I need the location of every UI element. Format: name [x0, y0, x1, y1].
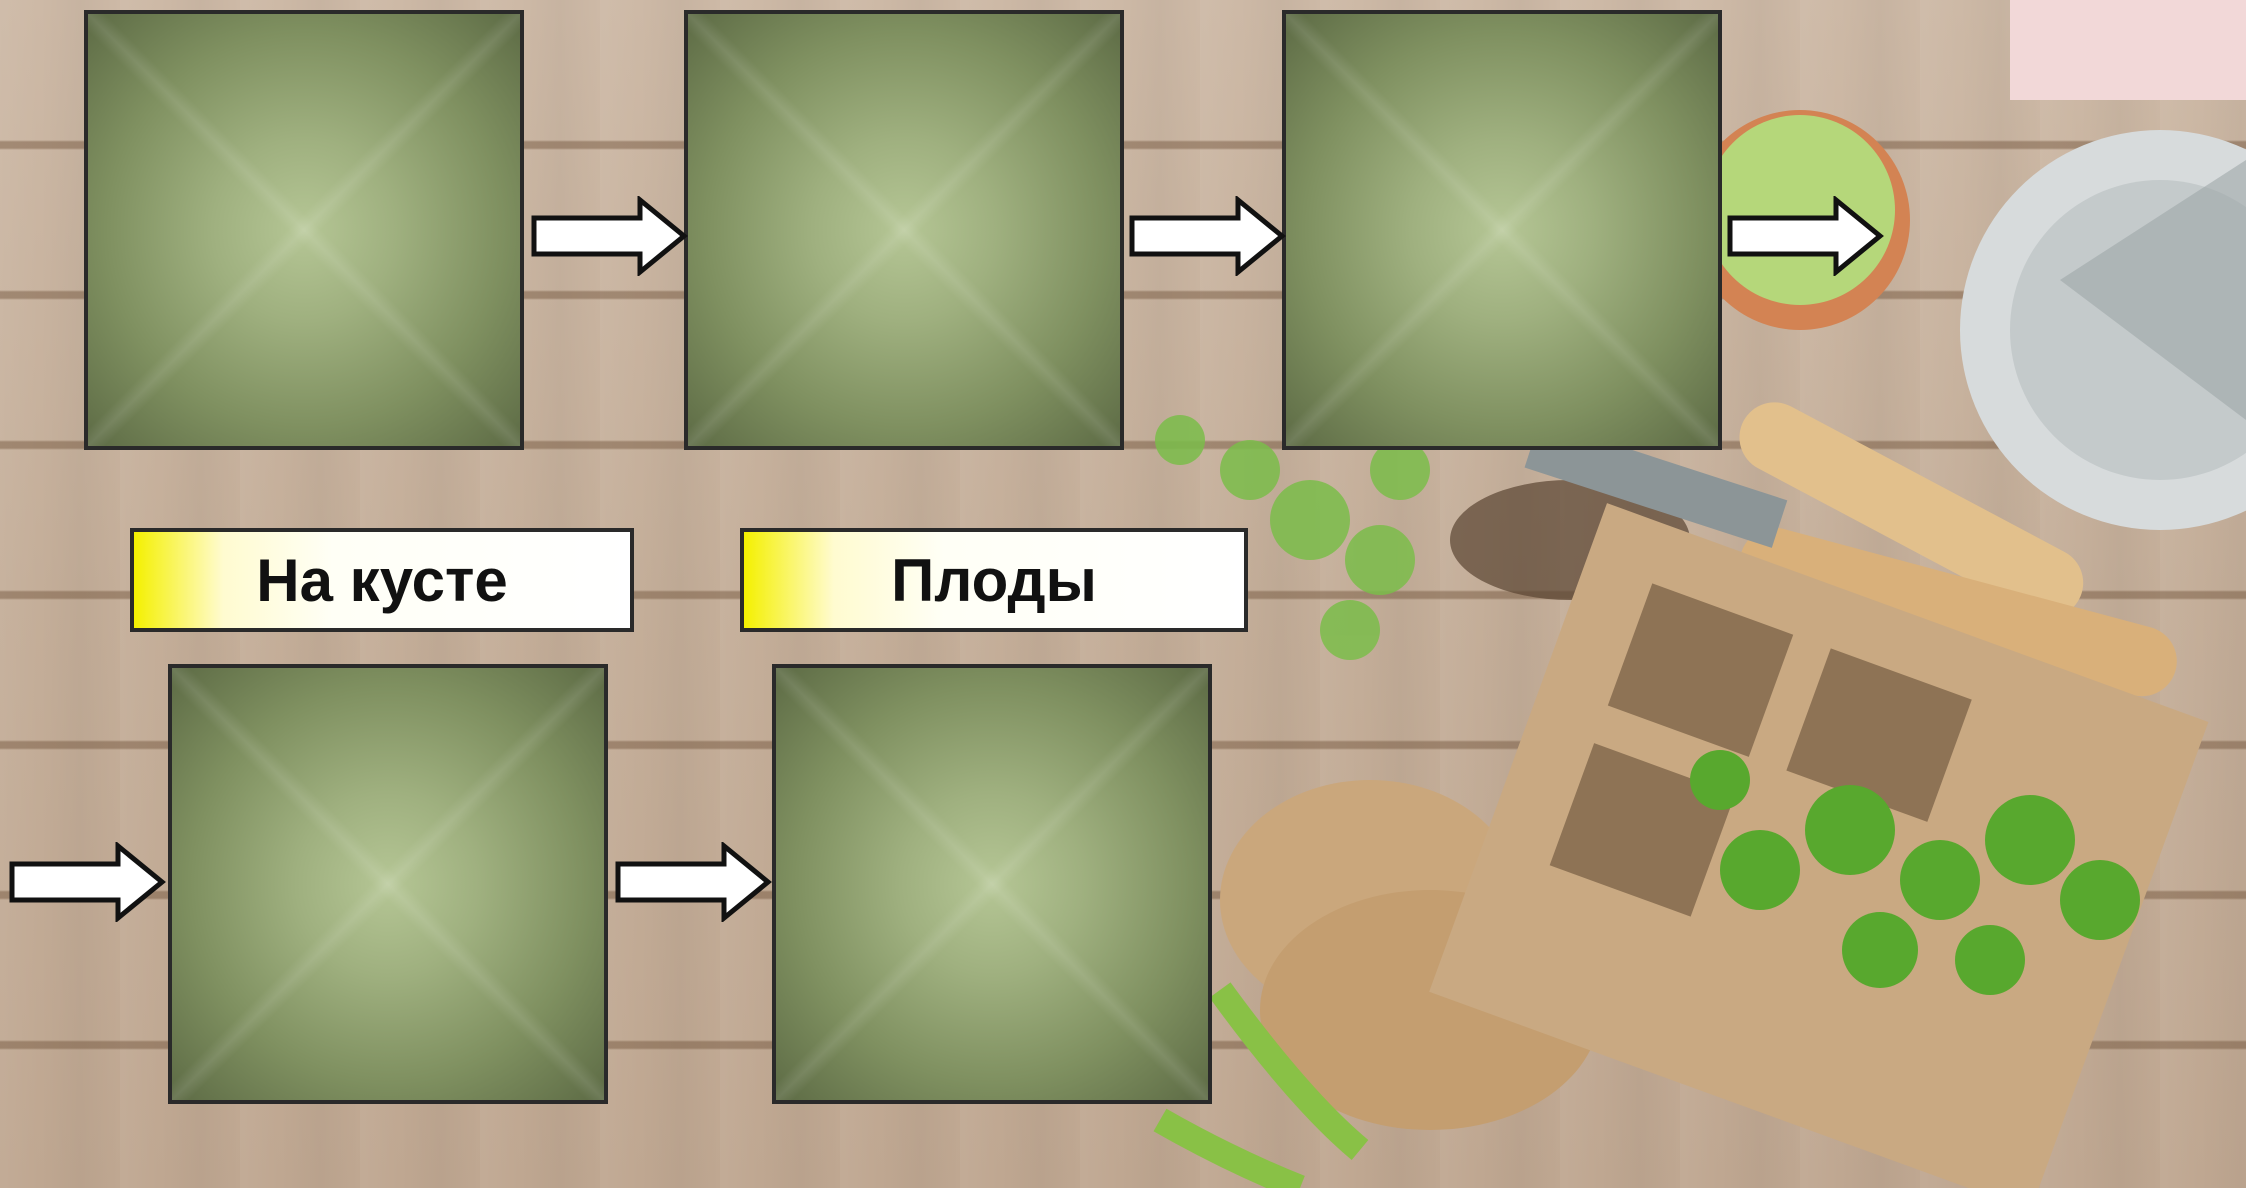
stage-tile-2[interactable] [684, 10, 1124, 450]
label-fruits: Плоды [740, 528, 1248, 632]
stage-tile-3[interactable] [1282, 10, 1722, 450]
stage-tile-5[interactable] [772, 664, 1212, 1104]
stage-tile-4[interactable] [168, 664, 608, 1104]
arrow-right-icon [1128, 196, 1288, 276]
arrow-right-icon [530, 196, 690, 276]
label-on-bush: На кусте [130, 528, 634, 632]
arrow-right-icon [1726, 196, 1886, 276]
arrow-right-icon [8, 842, 168, 922]
stage-tile-1[interactable] [84, 10, 524, 450]
arrow-right-icon [614, 842, 774, 922]
